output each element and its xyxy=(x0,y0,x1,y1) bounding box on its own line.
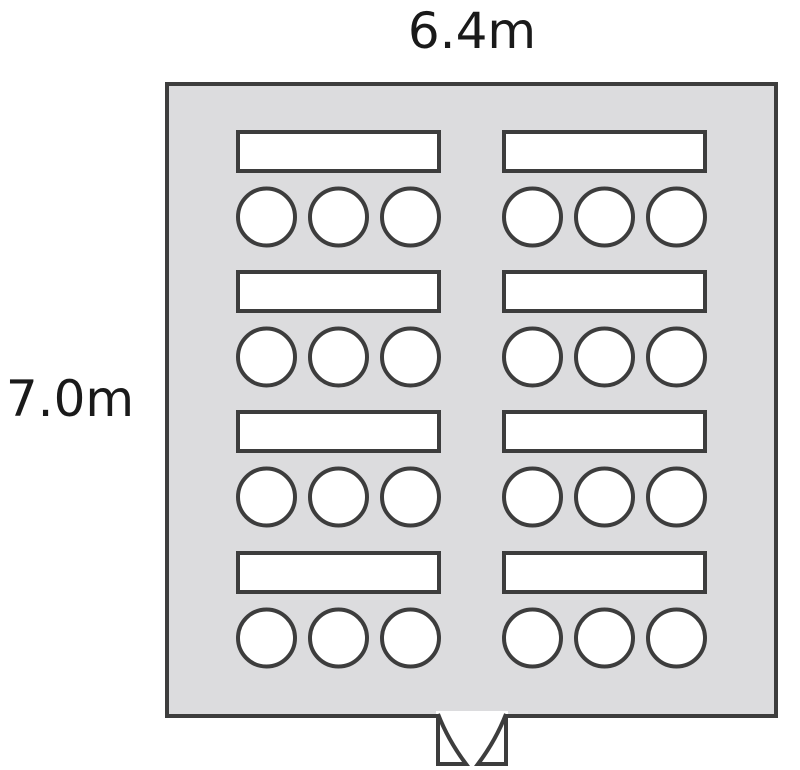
desk xyxy=(502,130,707,173)
chair xyxy=(308,466,369,528)
chair xyxy=(380,607,441,669)
chair xyxy=(502,326,563,388)
chair xyxy=(646,607,707,669)
chair xyxy=(574,186,635,248)
desk xyxy=(502,410,707,453)
chair xyxy=(308,326,369,388)
chair xyxy=(380,186,441,248)
chair xyxy=(380,326,441,388)
chair xyxy=(502,186,563,248)
chair xyxy=(236,326,297,388)
chair xyxy=(646,326,707,388)
desk xyxy=(236,410,441,453)
chair xyxy=(502,466,563,528)
chair xyxy=(502,607,563,669)
desk xyxy=(236,270,441,313)
chair xyxy=(236,607,297,669)
chair xyxy=(574,326,635,388)
door-gap xyxy=(436,711,508,721)
door-left-leaf xyxy=(436,713,470,766)
chair xyxy=(308,607,369,669)
chair xyxy=(646,186,707,248)
desk xyxy=(236,551,441,594)
chair xyxy=(236,186,297,248)
furniture-layout xyxy=(236,130,707,669)
desk xyxy=(236,130,441,173)
desk xyxy=(502,270,707,313)
chair xyxy=(574,607,635,669)
room-width-label: 6.4m xyxy=(408,2,536,60)
chair xyxy=(236,466,297,528)
chair xyxy=(308,186,369,248)
room-height-label: 7.0m xyxy=(6,370,134,428)
chair xyxy=(380,466,441,528)
chair xyxy=(646,466,707,528)
door-right-leaf xyxy=(474,713,508,766)
desk xyxy=(502,551,707,594)
chair xyxy=(574,466,635,528)
entrance-door xyxy=(436,711,508,766)
